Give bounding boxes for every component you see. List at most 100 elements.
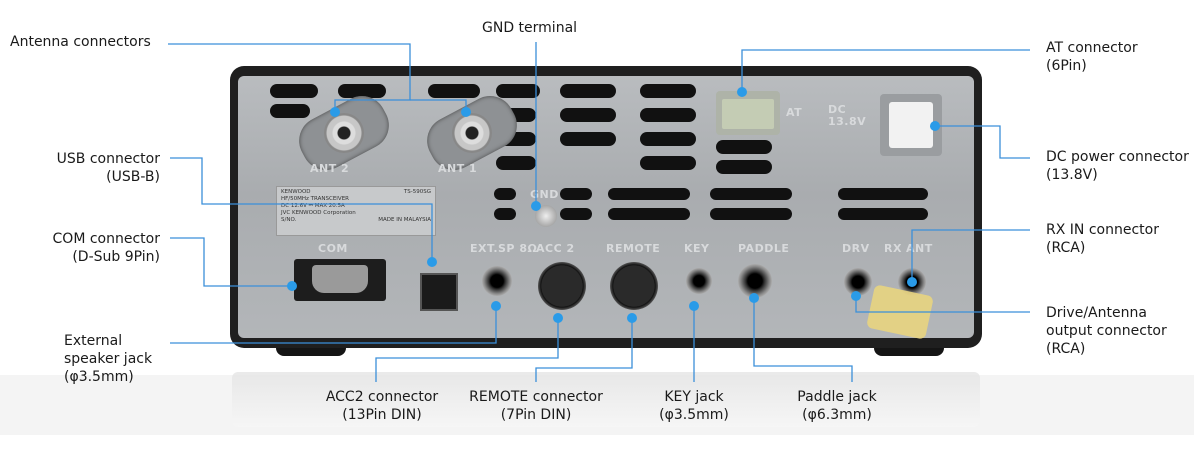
nameplate-maker: JVC KENWOOD Corporation <box>281 210 356 216</box>
callout-usb-connector: USB connector (USB-B) <box>57 150 160 186</box>
vent-slot <box>560 84 616 98</box>
callout-subtext: (13Pin DIN) <box>342 407 422 423</box>
panel-label-ant2: ANT 2 <box>310 162 350 175</box>
leader-dot-com <box>287 281 297 291</box>
leader-line-dc <box>935 125 1030 159</box>
vent-slot <box>270 84 318 98</box>
leader-line-at <box>741 49 1030 92</box>
callout-antenna-connectors: Antenna connectors <box>10 33 151 51</box>
panel-label-acc2: ACC 2 <box>536 242 575 255</box>
vent-slot <box>716 140 772 154</box>
panel-label-key: KEY <box>684 242 710 255</box>
callout-subtext: speaker jack <box>64 351 153 367</box>
callout-text: USB connector <box>56 151 160 167</box>
vent-slot <box>496 84 540 98</box>
vent-slot <box>560 132 616 146</box>
panel-label-rx: RX <box>884 242 902 255</box>
callout-subtext: output connector <box>1046 323 1167 339</box>
panel-label-gnd: GND <box>530 188 559 201</box>
vent-slot <box>608 188 690 200</box>
leader-dot-drive <box>851 291 861 301</box>
vent-slot <box>710 208 792 220</box>
nameplate-origin: MADE IN MALAYSIA <box>378 217 431 223</box>
panel-label-com: COM <box>318 242 348 255</box>
nameplate-power: DC 12.6V ⎓ MAX 20.5A <box>281 203 345 209</box>
callout-subtext: (13.8V) <box>1046 167 1098 183</box>
callout-remote-connector: REMOTE connector (7Pin DIN) <box>458 388 614 424</box>
leader-dot-dc <box>930 121 940 131</box>
leader-dot-at <box>737 87 747 97</box>
vent-slot <box>496 156 536 170</box>
key-jack <box>686 268 712 294</box>
acc2-connector <box>538 262 586 310</box>
vent-slot <box>640 84 696 98</box>
vent-slot <box>838 188 928 200</box>
leader-line-extsp <box>170 306 497 344</box>
callout-subtext: (D-Sub 9Pin) <box>72 249 160 265</box>
leader-dot-remote <box>627 313 637 323</box>
callout-key-jack: KEY jack (φ3.5mm) <box>644 388 744 424</box>
leader-line-paddle <box>753 298 853 382</box>
callout-text: External <box>64 333 123 349</box>
callout-subtext: (φ6.3mm) <box>802 407 872 423</box>
device-reflection <box>232 372 980 427</box>
callout-gnd-terminal: GND terminal <box>482 19 577 37</box>
leader-line-usb <box>170 157 433 262</box>
callout-text: Drive/Antenna <box>1046 305 1147 321</box>
panel-label-at: AT <box>786 106 803 119</box>
callout-text: KEY jack <box>664 389 724 405</box>
vent-slot <box>338 84 386 98</box>
callout-text: Antenna connectors <box>10 34 151 50</box>
leader-dot-gnd <box>531 201 541 211</box>
panel-label-extsp: EXT.SP 8Ω <box>470 242 538 255</box>
leader-dot-key <box>689 301 699 311</box>
callout-drive-antenna-output: Drive/Antenna output connector (RCA) <box>1046 304 1167 358</box>
panel-label-paddle: PADDLE <box>738 242 790 255</box>
leader-dot-acc2 <box>553 313 563 323</box>
vent-slot <box>608 208 690 220</box>
nameplate-serial: S/NO. <box>281 217 297 223</box>
vent-slot <box>494 188 516 200</box>
callout-subtext: (φ3.5mm) <box>64 369 134 385</box>
callout-text: AT connector <box>1046 40 1138 56</box>
callout-subtext: (φ3.5mm) <box>659 407 729 423</box>
vent-slot <box>710 188 792 200</box>
vent-slot <box>494 208 516 220</box>
at-connector <box>716 91 780 135</box>
vent-slot <box>716 160 772 174</box>
nameplate-brand: KENWOOD <box>281 189 311 195</box>
leader-line-remote <box>535 318 633 382</box>
gnd-terminal <box>535 205 557 227</box>
drv-rca-connector <box>844 268 872 296</box>
callout-subtext: (RCA) <box>1046 240 1086 256</box>
leader-line-com <box>170 237 292 287</box>
callout-text: REMOTE connector <box>469 389 603 405</box>
leader-dot-paddle <box>749 293 759 303</box>
leader-dot-extsp <box>491 301 501 311</box>
leader-dot-antenna <box>330 107 340 117</box>
callout-subtext: (USB-B) <box>106 169 160 185</box>
ext-speaker-jack <box>482 266 512 296</box>
vent-slot <box>428 84 480 98</box>
remote-connector <box>610 262 658 310</box>
callout-acc2-connector: ACC2 connector (13Pin DIN) <box>312 388 452 424</box>
callout-paddle-jack: Paddle jack (φ6.3mm) <box>782 388 892 424</box>
panel-label-remote: REMOTE <box>606 242 661 255</box>
com-connector <box>294 259 386 301</box>
callout-at-connector: AT connector (6Pin) <box>1046 39 1138 75</box>
nameplate-model: TS-590SG <box>403 189 431 195</box>
leader-line-antenna <box>168 43 411 112</box>
paddle-jack <box>738 264 772 298</box>
vent-slot <box>560 208 592 220</box>
callout-rx-in-connector: RX IN connector (RCA) <box>1046 221 1159 257</box>
nameplate-type: HF/50MHz TRANSCEIVER <box>281 196 349 202</box>
callout-subtext: (RCA) <box>1046 341 1086 357</box>
callout-text: ACC2 connector <box>325 389 439 405</box>
leader-line-rxin <box>911 229 1030 282</box>
leader-line-acc2 <box>375 318 559 382</box>
leader-line-antenna-b <box>410 99 467 112</box>
callout-subtext: (7Pin DIN) <box>500 407 572 423</box>
callout-com-connector: COM connector (D-Sub 9Pin) <box>53 230 160 266</box>
panel-label-drv: DRV <box>842 242 870 255</box>
